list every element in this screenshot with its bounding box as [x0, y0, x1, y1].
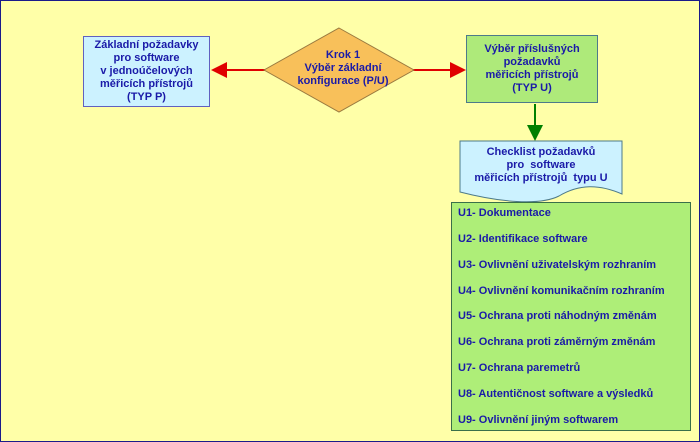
decision-diamond: [263, 27, 415, 113]
requirement-item: U6- Ochrana proti záměrným změnám: [458, 336, 656, 348]
requirements-list: U1- Dokumentace U2- Identifikace softwar…: [451, 202, 691, 431]
left-box-line: měřicích přístrojů: [100, 78, 193, 90]
decision-line: Krok 1: [325, 48, 361, 61]
selection-type-u-box: Výběr příslušných požadavků měřicích pří…: [466, 35, 598, 103]
right-box-line: měřicích přístrojů: [485, 69, 579, 81]
right-box-line: Výběr příslušných: [484, 43, 580, 55]
checklist-header: Checklist požadavků pro software měřicíc…: [461, 143, 621, 187]
right-box-line: požadavků: [503, 56, 561, 68]
left-box-line: pro software: [113, 52, 180, 64]
requirement-item: U7- Ochrana paremetrů: [458, 362, 581, 374]
left-box-line: Základní požadavky: [94, 39, 199, 51]
checklist-line: měřicích přístrojů typu U: [474, 171, 608, 184]
requirement-item: U1- Dokumentace: [458, 207, 551, 219]
left-box-line: (TYP P): [127, 91, 166, 103]
right-box-line: (TYP U): [512, 82, 552, 94]
requirement-item: U8- Autentičnost software a výsledků: [458, 388, 654, 400]
decision-line: konfigurace (P/U): [297, 74, 389, 87]
decision-label: Krok 1 Výběr základní konfigurace (P/U): [269, 39, 417, 97]
requirement-item: U3- Ovlivnění uživatelským rozhraním: [458, 259, 657, 271]
basic-requirements-box: Základní požadavky pro software v jednoú…: [83, 36, 210, 107]
checklist-line: Checklist požadavků: [486, 145, 596, 158]
requirement-item: U5- Ochrana proti náhodným změnám: [458, 310, 657, 322]
decision-line: Výběr základní: [304, 61, 382, 74]
checklist-document-shape: [459, 140, 623, 203]
requirement-item: U4- Ovlivnění komunikačním rozhraním: [458, 285, 665, 297]
left-box-line: v jednoúčelových: [100, 65, 193, 77]
checklist-line: pro software: [506, 158, 576, 171]
requirement-item: U2- Identifikace software: [458, 233, 588, 245]
requirement-item: U9- Ovlivnění jiným softwarem: [458, 414, 619, 426]
